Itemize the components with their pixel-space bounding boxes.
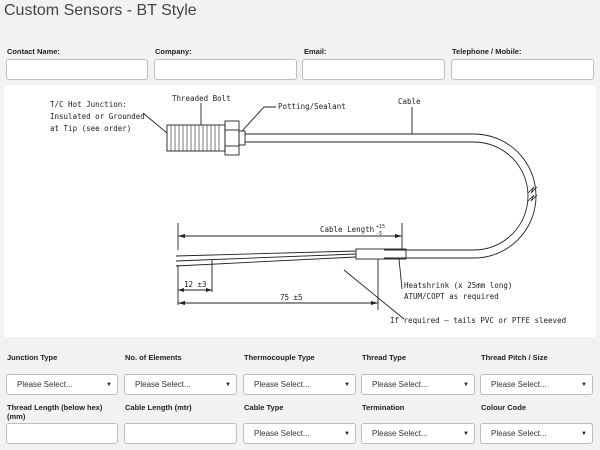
hot-junction-line1: T/C Hot Junction:	[50, 100, 127, 109]
chevron-down-icon: ▼	[344, 430, 350, 437]
email-field[interactable]	[302, 59, 445, 80]
junction-type-label: Junction Type	[7, 353, 58, 362]
termination-label: Termination	[362, 403, 405, 412]
sensor-diagram: T/C Hot Junction: Insulated or Grounded …	[4, 85, 596, 337]
thread-type-label: Thread Type	[362, 353, 407, 362]
company-field[interactable]	[154, 59, 297, 80]
tail-wire	[175, 250, 357, 257]
telephone-label: Telephone / Mobile:	[452, 47, 522, 56]
thermocouple-type-label: Thermocouple Type	[244, 353, 315, 362]
heatshrink-line1: Heatshrink (x 25mm long)	[404, 281, 512, 290]
dim-12-label: 12 ±3	[184, 280, 207, 289]
hot-junction-line3: at Tip (see order)	[50, 124, 131, 133]
colour-code-label: Colour Code	[481, 403, 526, 412]
potting-sealant-label: Potting/Sealant	[278, 102, 346, 111]
cable-inner-line	[245, 141, 529, 251]
hot-junction-line2: Insulated or Grounded	[50, 112, 145, 121]
chevron-down-icon: ▼	[581, 430, 587, 437]
chevron-down-icon: ▼	[225, 381, 231, 388]
threaded-bolt-shape	[166, 124, 226, 152]
thread-pitch-value: Please Select...	[491, 380, 547, 389]
dim-75-label: 75 ±5	[280, 293, 303, 302]
hex-nut-shape	[224, 120, 240, 156]
thermocouple-type-value: Please Select...	[254, 380, 310, 389]
cable-type-select[interactable]: Please Select... ▼	[243, 423, 356, 444]
thread-length-field[interactable]	[6, 423, 118, 444]
colour-code-select[interactable]: Please Select... ▼	[480, 423, 593, 444]
thread-hatching	[170, 125, 220, 151]
chevron-down-icon: ▼	[344, 381, 350, 388]
tail-wire	[175, 253, 357, 262]
junction-type-value: Please Select...	[17, 380, 73, 389]
page-title: Custom Sensors - BT Style	[4, 2, 197, 19]
cable-outer-line	[245, 133, 537, 259]
heatshrink-shape	[355, 248, 407, 260]
chevron-down-icon: ▼	[106, 381, 112, 388]
chevron-down-icon: ▼	[463, 430, 469, 437]
tails-note: If required – tails PVC or PTFE sleeved	[390, 316, 566, 325]
contact-name-label: Contact Name:	[7, 47, 60, 56]
heatshrink-line2: ATUM/COPT as required	[404, 292, 499, 301]
termination-value: Please Select...	[372, 429, 428, 438]
thread-length-label: Thread Length (below hex) (mm)	[7, 403, 103, 421]
cable-length-label: Cable Length (mtr)	[125, 403, 192, 412]
thread-type-select[interactable]: Please Select... ▼	[361, 374, 475, 395]
junction-type-select[interactable]: Please Select... ▼	[6, 374, 118, 395]
cable-type-label: Cable Type	[244, 403, 284, 412]
thermocouple-type-select[interactable]: Please Select... ▼	[243, 374, 356, 395]
threaded-bolt-label: Threaded Bolt	[172, 94, 231, 103]
thread-pitch-label: Thread Pitch / Size	[481, 353, 548, 362]
termination-select[interactable]: Please Select... ▼	[361, 423, 475, 444]
contact-name-field[interactable]	[6, 59, 148, 80]
cable-label: Cable	[398, 97, 421, 106]
chevron-down-icon: ▼	[581, 381, 587, 388]
no-elements-value: Please Select...	[135, 380, 191, 389]
no-elements-select[interactable]: Please Select... ▼	[124, 374, 237, 395]
thread-pitch-select[interactable]: Please Select... ▼	[480, 374, 593, 395]
tail-wire	[175, 256, 357, 267]
thread-type-value: Please Select...	[372, 380, 428, 389]
cable-length-tol-minus: -5	[376, 231, 382, 237]
cable-length-label: Cable Length	[320, 225, 374, 234]
cable-length-field[interactable]	[124, 423, 237, 444]
no-elements-label: No. of Elements	[125, 353, 182, 362]
cable-type-value: Please Select...	[254, 429, 310, 438]
email-label: Email:	[304, 47, 327, 56]
cable-length-tol-plus: +15	[376, 224, 385, 230]
company-label: Company:	[155, 47, 192, 56]
telephone-field[interactable]	[451, 59, 594, 80]
colour-code-value: Please Select...	[491, 429, 547, 438]
chevron-down-icon: ▼	[463, 381, 469, 388]
